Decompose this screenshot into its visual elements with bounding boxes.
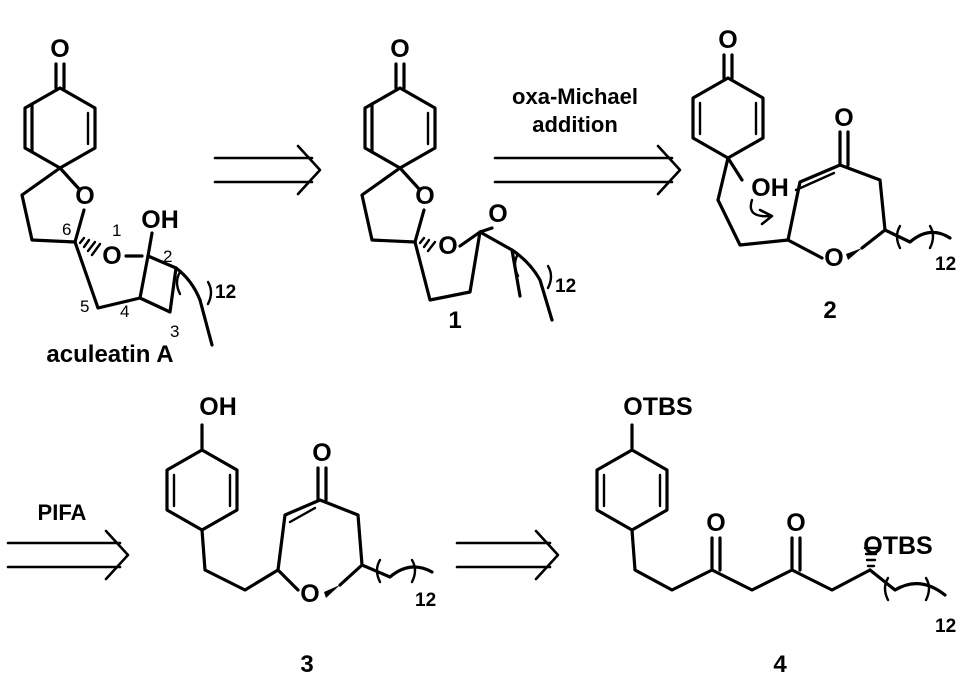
compound-label: 3	[300, 651, 313, 678]
atom-pyranone-ketone-o: O	[834, 104, 853, 132]
locant-2: 2	[163, 247, 172, 266]
structure-compound-1: O O O O 12 1	[360, 35, 576, 334]
retro-arrow-2: oxa-Michael addition	[493, 84, 682, 196]
compound-name: aculeatin A	[46, 341, 173, 368]
structure-compound-4: OTBS O O OTBS 12 4	[595, 393, 956, 678]
locant-1: 1	[112, 221, 121, 240]
atom-pyranone-ketone-o: O	[312, 439, 331, 467]
atom-pyranone-o: O	[300, 580, 319, 608]
atom-thf-o: O	[75, 182, 94, 210]
atom-bridge-o: O	[102, 242, 121, 270]
atom-otbs-top: OTBS	[623, 393, 692, 421]
atom-oh: OH	[751, 174, 789, 202]
atom-pyranone-o: O	[824, 244, 843, 272]
atom-oh: OH	[199, 393, 237, 421]
atom-bridge-o: O	[438, 232, 457, 260]
atom-oh: OH	[141, 206, 179, 234]
retro-arrow-1	[213, 144, 322, 196]
atom-ketone-o: O	[50, 35, 69, 63]
compound-label: 2	[823, 297, 836, 324]
atom-ketone-o: O	[718, 26, 737, 54]
chain-count: 12	[215, 282, 236, 303]
chain-count: 12	[415, 590, 436, 611]
locant-4: 4	[120, 302, 129, 321]
chain-count: 12	[935, 254, 956, 275]
chain-count: 12	[935, 616, 956, 637]
atom-keto2-o: O	[786, 509, 805, 537]
chain-count: 12	[555, 276, 576, 297]
atom-thf-o: O	[415, 182, 434, 210]
locant-3: 3	[170, 322, 179, 341]
locant-5: 5	[80, 297, 89, 316]
atom-otbs-side: OTBS	[863, 532, 932, 560]
structure-compound-3: OH O O 12 3	[165, 393, 436, 678]
atom-ketone-o: O	[390, 35, 409, 63]
compound-label: 4	[773, 651, 787, 678]
locant-6: 6	[62, 220, 71, 239]
retro-arrow-3: PIFA	[6, 500, 130, 581]
compound-label: 1	[448, 307, 461, 334]
arrow-label-line1: oxa-Michael	[512, 84, 638, 109]
arrow-label-line2: addition	[532, 112, 618, 137]
atom-ketone2-o: O	[488, 200, 507, 228]
arrow-label: PIFA	[38, 500, 87, 525]
retro-arrow-4	[455, 529, 560, 581]
structure-compound-2: O OH O O 12 2	[691, 26, 956, 324]
structure-aculeatin-a: O O 6 O 1 OH 2 5 4 3	[20, 35, 236, 368]
atom-keto1-o: O	[706, 509, 725, 537]
